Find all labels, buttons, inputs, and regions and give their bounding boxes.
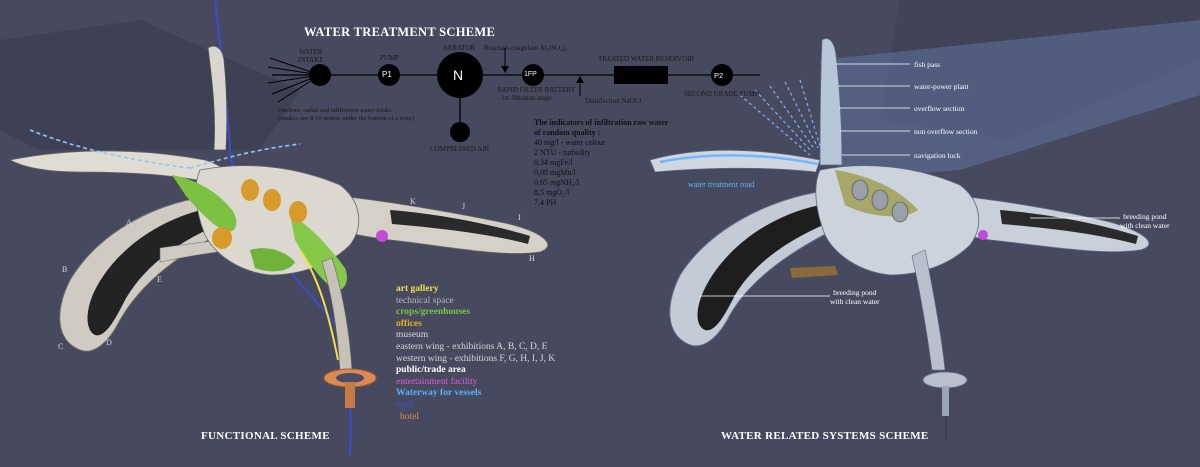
legend-art-gallery: art gallery [396,284,439,294]
callout-overflow-section: overflow section [914,104,965,113]
p1-node-label: P1 [382,70,392,79]
river-band [820,20,1200,180]
wing-label: E [157,275,162,284]
aerator-node [437,52,483,98]
second-pump-label: SECOND GRADE PUMP [684,90,759,98]
legend-museum: museum [396,330,429,341]
water-systems-building [649,38,1150,440]
legend-road: road [396,399,413,410]
legend-crops: crops/greenhouses [396,307,471,318]
callout-lines [700,63,1120,297]
wing-label: J [462,202,466,211]
indicators-title: The indicators of infiltration raw water [534,118,669,127]
pump-label: PUMP [380,54,400,62]
reservoir-node [614,66,668,84]
water-intake-node [309,64,331,86]
indicator-row: 40 mg/l - water colour [534,138,606,147]
wing-label: F [419,236,424,245]
pump-p1-node [378,64,400,86]
water-treatment-title: WATER TREATMENT SCHEME [304,25,496,39]
indicators-block: The indicators of infiltration raw water… [534,118,669,207]
callout-water-power-plant: water-power plant [914,82,969,91]
reagent-label: Reactant-coagulant Al₂(SO₄)₃ [484,44,568,52]
disinfection-label: Disinfection NaOCl [585,97,642,105]
aerator-label: AERATOR [443,44,476,52]
indicator-row: 0,65 mgNH₄/l [534,178,580,187]
callout-water-treatment-road: water treatment road [688,180,755,189]
wing-label: G [467,236,473,245]
wing-label: D [106,338,112,347]
legend-offices: offices [396,318,422,329]
reservoir-label: TREATED WATER RESERVOIR [598,55,695,63]
functional-building [8,0,549,456]
water-treatment-flow [267,48,760,142]
compressed-air-label: COMPRESSED AIR [430,145,490,153]
wing-label: A [126,218,132,227]
legend-hotel: hotel [400,411,419,422]
legend-public-trade: public/trade area [396,365,466,376]
wing-label: K [410,197,416,206]
functional-scheme-title: FUNCTIONAL SCHEME [201,430,330,442]
legend-technical-space: technical space [396,295,454,306]
legend-eastern-wing: eastern wing - exhibitions A, B, C, D, E [396,341,548,352]
compressed-air-node [450,122,470,142]
indicator-row: 8,5 mgO₂/l [534,188,570,197]
indicator-row: 0,08 mgMn/l [534,168,576,177]
intake-note: Onshore, radial and infiltration water i… [278,107,415,122]
pump-p2-node [711,64,733,86]
rapid-filter-node-label: 1FP [524,71,537,78]
wing-label: B [62,265,68,274]
wing-label: C [58,342,64,351]
callout-navigation-lock: navigation lock [914,151,961,160]
rapid-filter-node [522,64,544,86]
rapid-filter-label: RAPID FILTER BATTERY- 1st filtration sta… [497,86,576,102]
callout-non-overflow-section: non overflow section [914,127,978,136]
legend-waterway: Waterway for vessels [396,388,482,399]
indicator-row: 2 NTU - turbidity [534,148,591,157]
p2-node-label: P2 [714,71,724,80]
indicator-row: 0,34 mgFe/l [534,158,573,167]
indicator-row: 7,4 PH [534,198,557,207]
legend-entertainment: entertainment facility [396,376,478,387]
callout-fish-pass: fish pass [914,60,941,69]
wing-label: H [529,254,535,263]
functional-legend: art gallery technical space crops/greenh… [396,284,555,423]
water-systems-title: WATER RELATED SYSTEMS SCHEME [721,430,929,442]
legend-western-wing: western wing - exhibitions F, G, H, I, J… [396,353,556,364]
aerator-node-letter: N [453,67,464,83]
wing-label: I [518,213,521,222]
